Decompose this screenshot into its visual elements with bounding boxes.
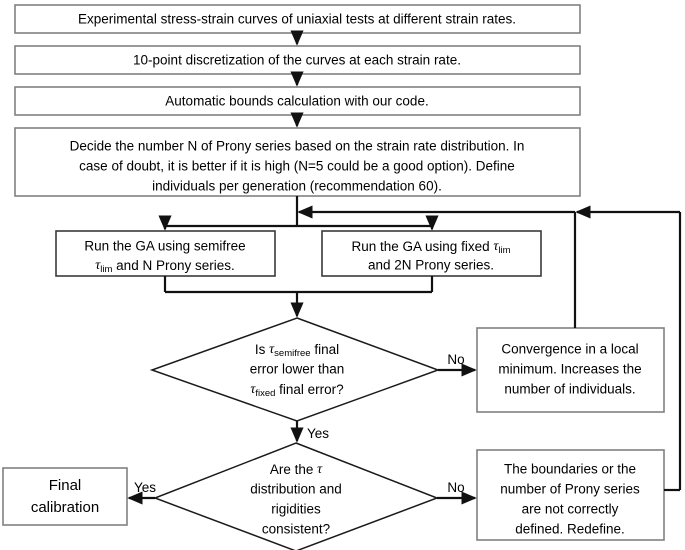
node-decision1-line3-end: final error? <box>275 382 343 397</box>
node-step3-label: Automatic bounds calculation with our co… <box>165 94 428 109</box>
node-decision2-line2: distribution and <box>250 482 342 497</box>
tau-symbol-icon: τ <box>493 239 499 254</box>
node-ga-semifree-line2-rest: and N Prony series. <box>112 258 234 273</box>
tau-lim-subscript: lim <box>100 264 112 275</box>
node-step1-label: Experimental stress-strain curves of uni… <box>78 12 516 27</box>
node-step4-line2: case of doubt, it is better if it is hig… <box>79 159 515 174</box>
node-step1-box <box>14 4 581 34</box>
node-decision1-line1: Is τsemifree final <box>255 342 339 359</box>
node-boundaries-line4: defined. Redefine. <box>515 522 625 537</box>
node-ga-semifree-line2: τlim and N Prony series. <box>95 258 234 275</box>
node-step4-line1: Decide the number N of Prony series base… <box>70 139 525 154</box>
node-ga-semifree-line1: Run the GA using semifree <box>84 239 245 254</box>
tau-symbol-icon: τ <box>250 382 256 397</box>
node-step2-label: 10-point discretization of the curves at… <box>133 53 461 68</box>
edge-label-decision2-yes: Yes <box>134 480 156 495</box>
node-final-calibration-box <box>2 467 128 526</box>
edge-label-decision1-yes: Yes <box>307 426 329 441</box>
node-decision2-line1: Are the τ <box>270 462 323 478</box>
node-ga-fixed-line1: Run the GA using fixed τlim <box>352 239 511 256</box>
node-decision1-line3: τfixed final error? <box>250 382 343 399</box>
tau-semifree-subscript: semifree <box>274 348 310 359</box>
node-boundaries-box <box>476 449 665 541</box>
node-decision1-line1-start: Is <box>255 342 269 357</box>
node-step4-line3: individuals per generation (recommendati… <box>152 179 442 194</box>
edge-label-decision2-no: No <box>447 480 464 495</box>
node-boundaries-line3: are not correctly <box>522 502 619 517</box>
node-convergence-line1: Convergence in a local <box>501 342 638 357</box>
tau-symbol-icon: τ <box>317 462 323 477</box>
node-decision2-diamond <box>152 442 440 550</box>
node-final-line1: Final <box>49 477 82 494</box>
tau-symbol-icon: τ <box>95 258 101 273</box>
node-decision2-line1-start: Are the <box>270 462 317 477</box>
node-final-line2: calibration <box>31 499 99 516</box>
node-step2-box <box>14 45 581 75</box>
node-ga-fixed-line2: and 2N Prony series. <box>368 258 494 273</box>
node-ga-fixed-line1-start: Run the GA using fixed <box>352 239 494 254</box>
node-decision1-line1-end: final <box>311 342 340 357</box>
node-step4-box <box>14 127 581 197</box>
node-convergence-line3: number of individuals. <box>504 382 635 397</box>
tau-lim-subscript: lim <box>498 245 510 256</box>
node-boundaries-line2: number of Prony series <box>500 482 640 497</box>
tau-symbol-icon: τ <box>269 342 275 357</box>
node-decision2-line3: rigidities <box>271 502 321 517</box>
node-decision2-line4: consistent? <box>262 522 330 537</box>
node-convergence-line2: minimum. Increases the <box>498 362 641 377</box>
tau-fixed-subscript: fixed <box>255 388 275 399</box>
node-decision1-line2: error lower than <box>250 362 345 377</box>
node-ga-fixed-box <box>321 230 542 277</box>
node-convergence-box <box>476 327 665 413</box>
edge-label-decision1-no: No <box>447 352 464 367</box>
node-boundaries-line1: The boundaries or the <box>504 462 636 477</box>
